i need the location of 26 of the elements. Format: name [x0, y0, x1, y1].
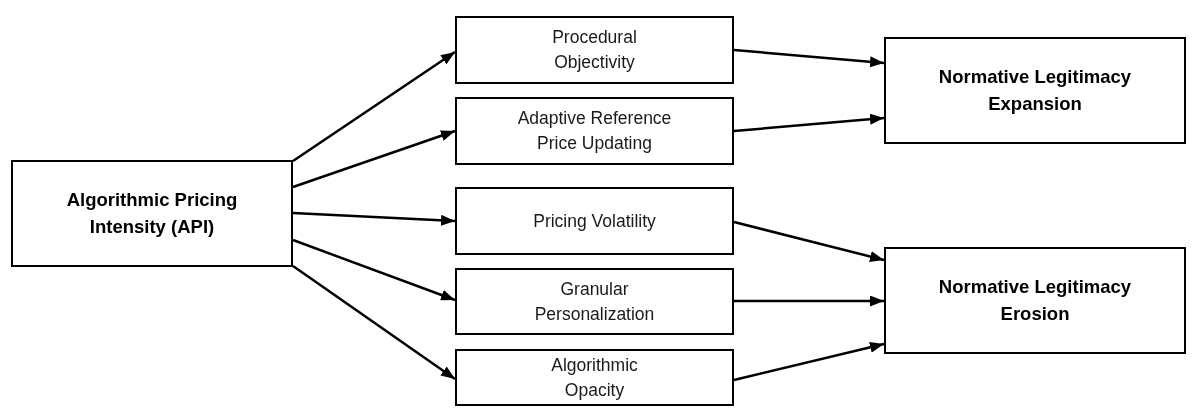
process-box — [455, 187, 734, 255]
arrow — [292, 238, 456, 302]
arrow — [733, 48, 885, 68]
process-box — [455, 268, 734, 335]
process-box — [11, 160, 293, 267]
node-label: Pricing Volatility — [533, 209, 656, 233]
node-label: Algorithmic Opacity — [550, 353, 639, 402]
arrow — [733, 220, 885, 262]
node-label: Normative Legitimacy Expansion — [937, 65, 1133, 116]
arrow — [733, 341, 885, 382]
process-box — [455, 97, 734, 165]
node-label: Granular Personalization — [533, 277, 656, 326]
node-label: Algorithmic Pricing Intensity (API) — [65, 188, 239, 239]
process-box — [455, 349, 734, 406]
arrow — [734, 295, 884, 307]
arrow — [292, 211, 456, 226]
arrow — [292, 264, 456, 381]
node-label: Adaptive Reference Price Updating — [516, 107, 673, 155]
arrow — [292, 129, 456, 189]
process-box — [455, 16, 734, 84]
arrow — [292, 50, 456, 163]
node-label: Normative Legitimacy Erosion — [937, 275, 1133, 326]
process-box — [884, 37, 1186, 144]
process-box — [884, 247, 1186, 354]
node-label: Procedural Objectivity — [551, 26, 638, 74]
arrow — [733, 113, 885, 133]
